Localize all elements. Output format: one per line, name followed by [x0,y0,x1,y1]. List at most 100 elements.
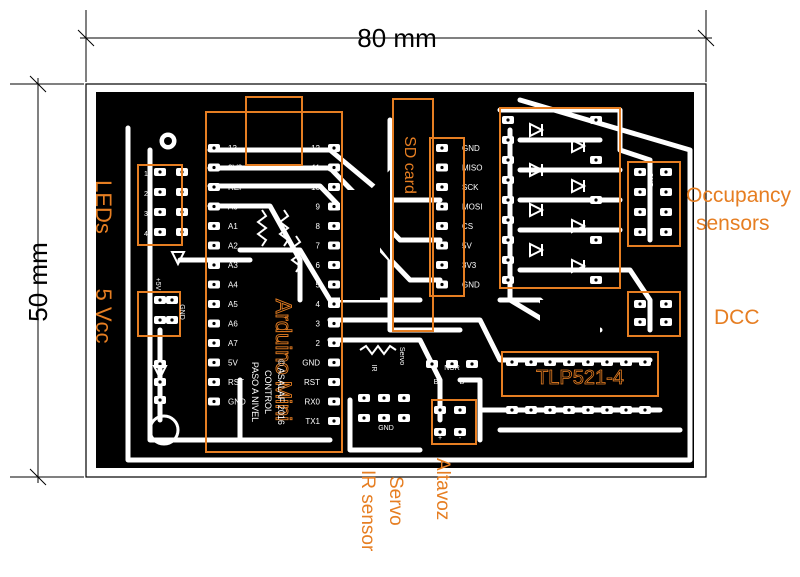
right-pin-label: 2 [316,339,321,348]
vcc-label: 5 Vcc [91,288,116,343]
silk-mark: + [438,435,442,442]
silk-mark: IR [370,365,377,372]
silk-mark: 2 [144,191,148,198]
right-pin-label: 9 [316,203,321,212]
tlp-label: TLP521-4 [536,367,624,389]
servo-label: Servo [385,476,406,526]
silk-mark: GND [178,304,185,320]
black-fill [340,170,600,350]
left-pin-label: 3V3 [228,164,243,173]
leds-label: LEDs [91,180,116,234]
right-pin-label: 4 [316,300,321,309]
occupancy-connector-outline [627,161,681,247]
right-pin-label: 12 [311,144,320,153]
right-pin-label: 7 [316,242,321,251]
credit-line: CONTROL [263,370,273,414]
left-pin-label: A6 [228,320,238,329]
led-diode-icon [152,365,168,381]
sdcard-label: SD card [401,136,418,194]
diode-icon [529,242,545,258]
right-pin-label: 5 [316,281,321,290]
silk-mark: NOR [444,365,460,372]
left-pin-label: A2 [228,242,238,251]
misc-pads [154,116,672,436]
sd-pin-label: 5V [462,242,472,251]
left-pin-label: REF [228,183,244,192]
arduino-label: Arduino Mini [271,299,296,421]
vcc-connector-outline [137,291,181,337]
height-dimension-label: 50 mm [23,242,53,321]
ir-sensor-label: IR sensor [357,470,378,552]
sd-pads [436,144,448,289]
right-pin-label: 11 [312,164,321,173]
usb-outline [245,96,303,166]
right-pin-label: 3 [316,320,321,329]
left-pin-label: 13 [228,144,237,153]
left-pin-label: A0 [228,203,238,212]
right-pin-label: 6 [316,261,321,270]
silk-mark: - [459,435,462,442]
right-pin-label: 8 [316,222,321,231]
sd-pin-label: MISO [462,164,482,173]
occupancy-label-line1: Occupancy [686,184,792,207]
diode-icon [571,138,587,154]
sd-pin-label: 3V3 [462,261,477,270]
speaker-circle [148,414,180,446]
right-pin-label: 10 [311,183,320,192]
credit-line: © ASALAF 2016 [276,359,286,425]
silk-mark: B [434,379,439,386]
leds-connector-outline [137,164,183,246]
left-pin-label: RST [228,378,244,387]
arduino-left-pads [208,144,220,406]
led-diode-icon [170,251,186,267]
dimension-lines [10,10,715,486]
occupancy-label-line2: sensors [696,212,770,235]
silk-mark: 3 [144,211,148,218]
sd-pin-label: GND [462,281,480,290]
silk-mark: 1 [144,171,148,178]
diode-icon [571,258,587,274]
credit-line: PASO A NIVEL [250,362,260,422]
diode-icon [529,122,545,138]
diode-icon [529,202,545,218]
diode-icon [571,178,587,194]
dcc-connector-outline [627,291,681,337]
silk-mark: B [460,379,465,386]
sd-pin-label: CS [462,222,473,231]
right-pin-label: TX1 [305,417,320,426]
left-pin-label: 5V [228,359,238,368]
diode-symbols [152,122,587,381]
right-pin-label: RX0 [304,398,320,407]
resistors [256,209,397,356]
diode-icon [529,162,545,178]
left-pin-label: A7 [228,339,238,348]
sd-pin-label: MOSI [462,203,482,212]
arduino-right-pads [328,144,340,425]
altavoz-label: Altavoz [432,458,453,520]
sd-pins-outline [429,137,465,297]
left-pin-label: A3 [228,261,238,270]
dcc-label: DCC [714,306,760,329]
right-pin-label: RST [304,378,320,387]
diode-array-outline [499,107,621,289]
tlp-outline [501,351,659,397]
trace-network [125,97,693,463]
sd-pin-label: SCK [462,183,479,192]
diode-icon [571,218,587,234]
silk-mark: +5V [154,278,161,291]
width-dimension-label: 80 mm [357,23,436,53]
silk-mark: 4 [144,231,148,238]
sdcard-outline [392,98,434,332]
left-pin-label: A1 [228,222,238,231]
right-pin-label: GND [302,359,320,368]
altavoz-connector-outline [431,399,477,445]
sd-pin-label: GND [462,144,480,153]
silk-mark: GND [646,172,653,188]
left-pin-label: GND [228,398,246,407]
